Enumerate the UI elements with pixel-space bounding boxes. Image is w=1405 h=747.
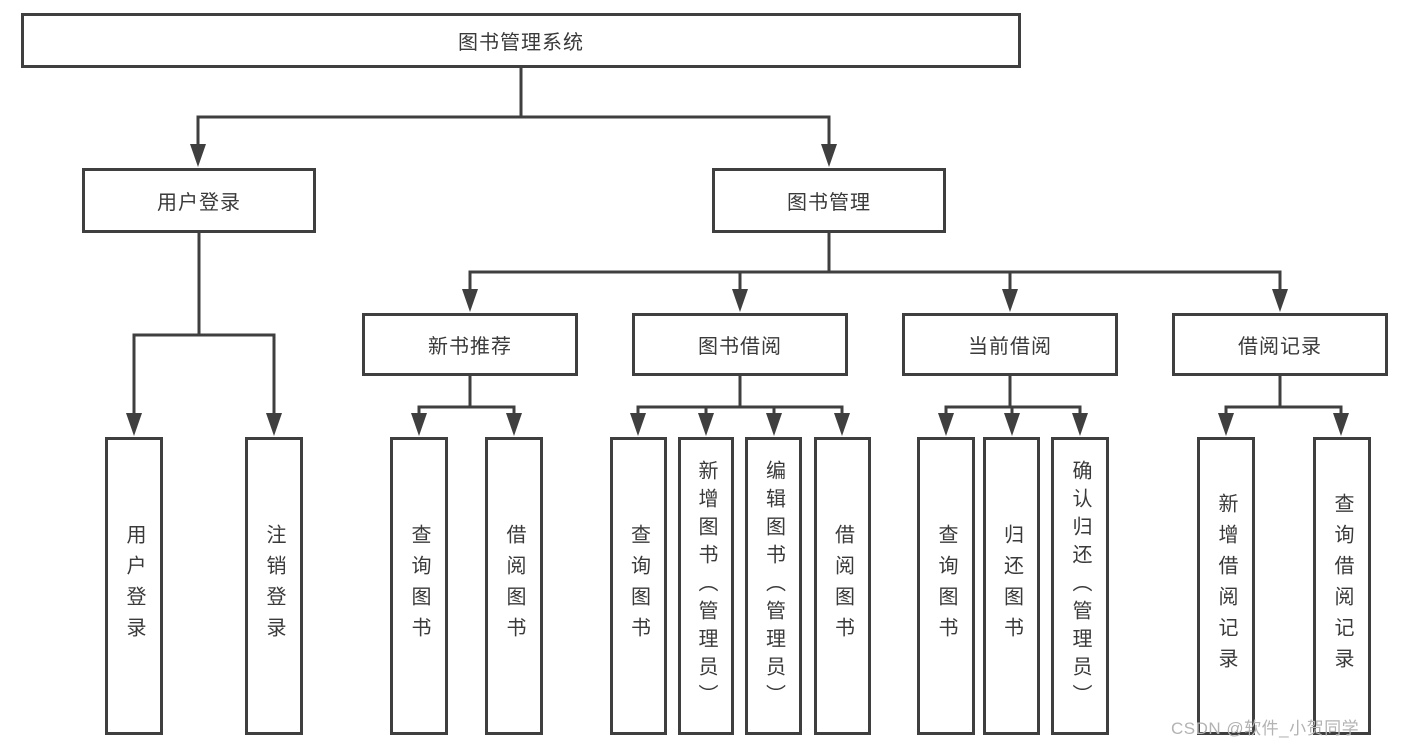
node-new-book-recommend: 新书推荐	[362, 313, 578, 376]
node-user-login: 用户登录	[82, 168, 316, 233]
leaf-current-return-books: 归还图书	[983, 437, 1040, 735]
leaf-borrowing-edit-books-admin: 编辑图书（管理员）	[745, 437, 802, 735]
watermark: CSDN @软件_小贺同学	[1171, 719, 1360, 738]
node-root-system: 图书管理系统	[21, 13, 1021, 68]
node-current-borrowing: 当前借阅	[902, 313, 1118, 376]
leaf-records-add-record: 新增借阅记录	[1197, 437, 1255, 735]
leaf-current-query-books: 查询图书	[917, 437, 975, 735]
node-borrow-records: 借阅记录	[1172, 313, 1388, 376]
node-book-borrowing: 图书借阅	[632, 313, 848, 376]
node-book-management: 图书管理	[712, 168, 946, 233]
leaf-newbook-borrow-books: 借阅图书	[485, 437, 543, 735]
leaf-logout: 注销登录	[245, 437, 303, 735]
leaf-borrowing-query-books: 查询图书	[610, 437, 667, 735]
leaf-records-query-record: 查询借阅记录	[1313, 437, 1371, 735]
leaf-user-login: 用户登录	[105, 437, 163, 735]
leaf-borrowing-borrow-books: 借阅图书	[814, 437, 871, 735]
leaf-borrowing-add-books-admin: 新增图书（管理员）	[678, 437, 734, 735]
arrowheads	[126, 144, 1349, 436]
leaf-current-confirm-return-admin: 确认归还（管理员）	[1051, 437, 1109, 735]
leaf-newbook-query-books: 查询图书	[390, 437, 448, 735]
